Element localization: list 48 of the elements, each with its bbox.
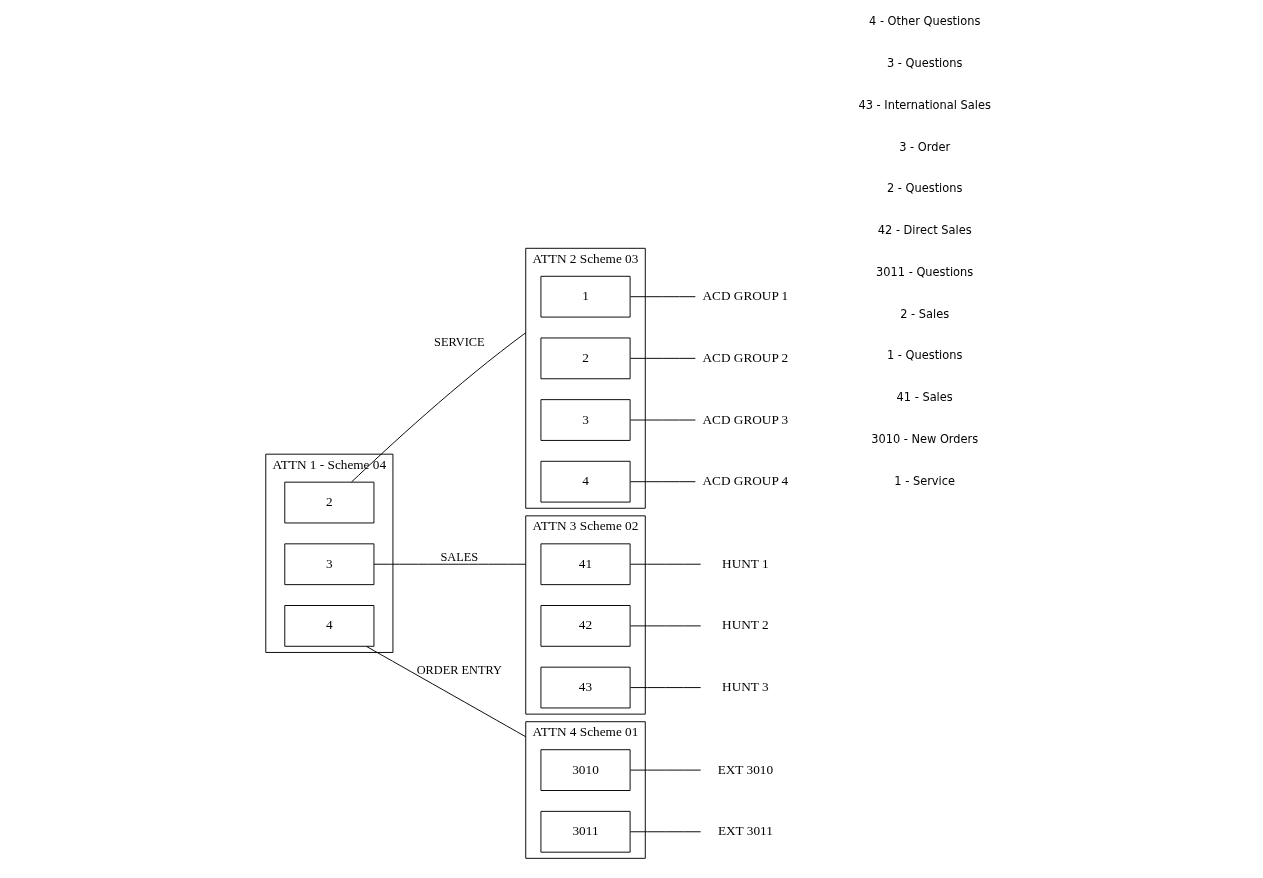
label: 1 - Questions [886, 348, 962, 363]
connector [629, 769, 701, 771]
label: 3010 - New Orders [870, 431, 978, 446]
edge-label: SALES [439, 549, 478, 564]
node-box: 3 [283, 543, 374, 586]
node-box: 2 [283, 481, 374, 524]
label: 3 - Order [898, 139, 950, 154]
node-box: 3011 [539, 810, 631, 853]
node-box: 42 [539, 605, 631, 647]
connector [629, 481, 696, 483]
label: 41 - Sales [896, 390, 953, 405]
node-text: EXT 3011 [717, 823, 773, 839]
node-text: ACD GROUP 2 [702, 349, 788, 365]
label: 3011 - Questions [875, 264, 973, 279]
node-box: 3 [539, 399, 631, 441]
node-box: 3010 [539, 749, 631, 791]
node-box: 4 [283, 605, 374, 647]
connector [629, 687, 701, 689]
node-box: 2 [539, 337, 631, 380]
label: 3 - Questions [886, 56, 962, 71]
node-text: ACD GROUP 4 [702, 473, 788, 489]
connector [629, 625, 701, 627]
node-text: ACD GROUP 3 [702, 411, 788, 427]
node-box: 41 [539, 543, 631, 586]
label: 42 - Direct Sales [877, 223, 972, 238]
connector [629, 419, 696, 421]
label: 43 - International Sales [858, 97, 991, 112]
edge-label: ORDER ENTRY [416, 662, 502, 677]
node-text: HUNT 3 [721, 679, 769, 695]
node-box: 43 [539, 666, 631, 709]
connector [629, 831, 701, 833]
connector [629, 563, 701, 565]
label: 4 - Other Questions [868, 14, 980, 29]
connector [365, 645, 526, 738]
edge-label: SERVICE [433, 335, 485, 350]
label: 2 - Questions [886, 181, 962, 196]
node-text: HUNT 2 [721, 617, 769, 633]
node-box: 4 [539, 460, 631, 503]
connector [629, 357, 696, 359]
node-text: ACD GROUP 1 [702, 288, 788, 304]
node-box: 1 [539, 275, 631, 318]
connector [373, 563, 526, 565]
node-text: HUNT 1 [721, 555, 769, 571]
connector [350, 332, 526, 483]
label: 2 - Sales [899, 306, 949, 321]
node-text: EXT 3010 [717, 761, 773, 777]
connector [629, 296, 696, 298]
label: 1 - Service [893, 473, 955, 488]
